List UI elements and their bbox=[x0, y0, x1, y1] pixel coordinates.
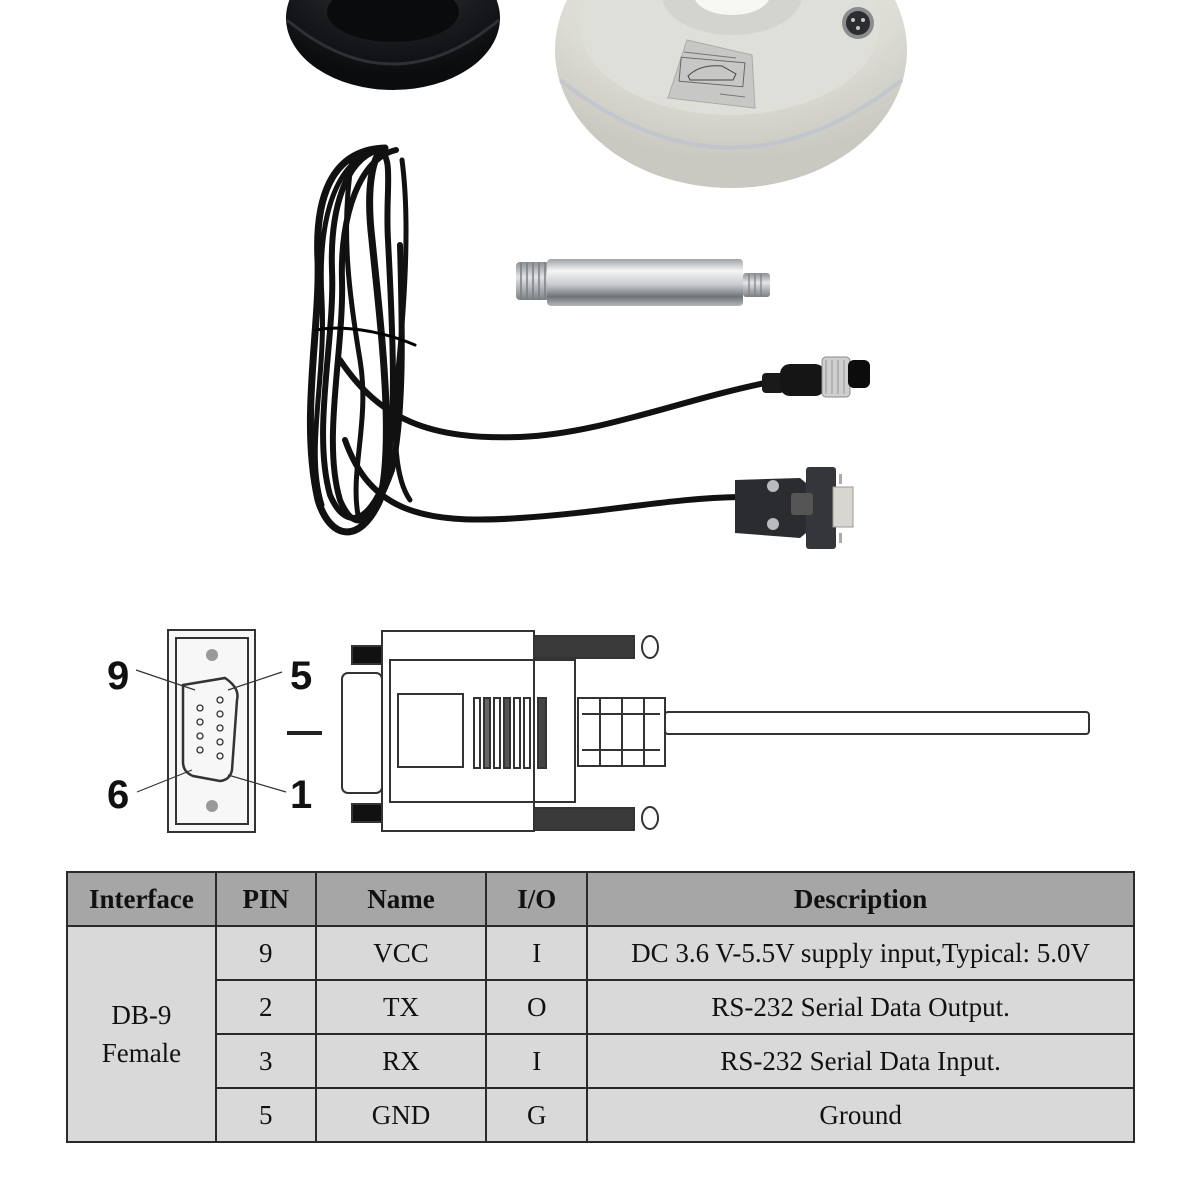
pin-label-1: 1 bbox=[290, 773, 313, 817]
table-row: 3 RX I RS-232 Serial Data Input. bbox=[67, 1033, 1135, 1089]
aviation-plug-photo bbox=[762, 356, 870, 398]
io-cell: O bbox=[485, 979, 589, 1035]
pin-cell: 2 bbox=[214, 979, 317, 1035]
description-cell: DC 3.6 V-5.5V supply input,Typical: 5.0V bbox=[586, 925, 1135, 981]
db9-side-drawing bbox=[341, 630, 1090, 832]
header-pin: PIN bbox=[214, 871, 317, 927]
table-row: 2 TX O RS-232 Serial Data Output. bbox=[67, 979, 1135, 1035]
description-cell: Ground bbox=[586, 1087, 1135, 1143]
io-cell: G bbox=[485, 1087, 589, 1143]
name-cell: GND bbox=[314, 1087, 488, 1143]
pin-cell: 3 bbox=[214, 1033, 317, 1089]
name-cell: TX bbox=[314, 979, 488, 1035]
pin-label-9: 9 bbox=[107, 654, 130, 698]
io-cell: I bbox=[485, 925, 589, 981]
name-cell: VCC bbox=[314, 925, 488, 981]
interface-type: DB-9 bbox=[111, 1000, 172, 1030]
pinout-table: Interface PIN Name I/O Description DB-9 … bbox=[66, 871, 1135, 1143]
description-cell: RS-232 Serial Data Output. bbox=[586, 979, 1135, 1035]
pin-label-6: 6 bbox=[107, 773, 130, 817]
magnetic-mount-photo bbox=[286, 0, 500, 90]
io-cell: I bbox=[485, 1033, 589, 1089]
name-cell: RX bbox=[314, 1033, 488, 1089]
pin-label-5: 5 bbox=[290, 654, 313, 698]
db9-pinout-diagram bbox=[135, 629, 1090, 833]
table-header-row: Interface PIN Name I/O Description bbox=[66, 871, 1135, 927]
coiled-cable-photo bbox=[306, 144, 773, 536]
gnss-antenna-photo bbox=[555, 0, 907, 188]
db9-connector-photo bbox=[735, 467, 854, 549]
table-row: DB-9 Female 9 VCC I DC 3.6 V-5.5V supply… bbox=[66, 925, 1135, 1143]
db9-face-drawing bbox=[135, 629, 287, 833]
header-name: Name bbox=[314, 871, 488, 927]
interface-gender: Female bbox=[101, 1038, 182, 1068]
header-description: Description bbox=[586, 871, 1135, 927]
header-interface: Interface bbox=[66, 871, 217, 927]
table-row: 5 GND G Ground bbox=[67, 1087, 1135, 1143]
interface-cell: DB-9 Female bbox=[66, 925, 217, 1143]
pin-cell: 9 bbox=[214, 925, 317, 981]
description-cell: RS-232 Serial Data Input. bbox=[586, 1033, 1135, 1089]
extension-rod-photo bbox=[516, 259, 770, 306]
pin-cell: 5 bbox=[214, 1087, 317, 1143]
antenna-label bbox=[667, 39, 756, 109]
product-photos bbox=[286, 0, 907, 549]
header-io: I/O bbox=[485, 871, 589, 927]
